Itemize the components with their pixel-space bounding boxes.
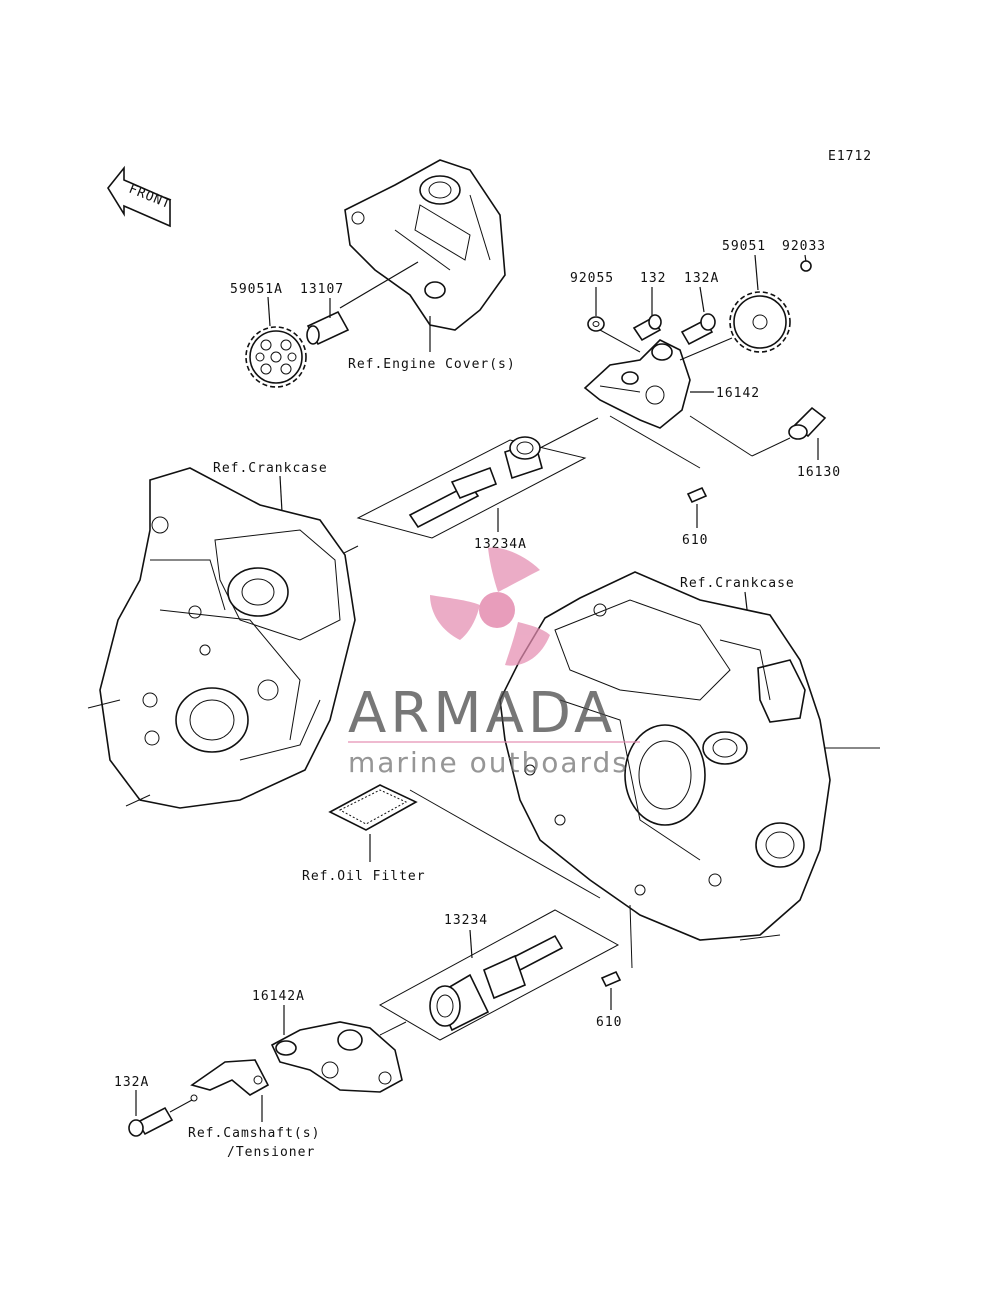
label-tensioner: /Tensioner [227,1145,315,1160]
label-132A-bottom: 132A [114,1075,149,1090]
label-92033: 92033 [782,239,826,254]
watermark-logo-icon [430,547,550,666]
diagram-code: E1712 [828,149,872,164]
relief-valve-16130-icon [788,406,827,440]
label-16142: 16142 [716,386,760,401]
label-132: 132 [640,271,666,286]
shaft-13234-drawing [378,909,620,1041]
label-16142A: 16142A [252,989,305,1004]
dowel-pin-610-bottom-icon [600,970,622,988]
bolt-132A-icon [680,313,716,346]
label-ref-crankcase-right: Ref.Crankcase [680,576,795,591]
gear-59051-icon [729,291,791,353]
camshaft-bracket-drawing [190,1059,270,1096]
crankcase-right-drawing [499,571,831,941]
pin-13107-icon [306,310,350,346]
watermark-brand: ARMADA [348,681,616,746]
label-ref-camshaft: Ref.Camshaft(s) [188,1126,320,1141]
label-59051A: 59051A [230,282,283,297]
crankcase-left-drawing [99,467,356,809]
label-ref-oil-filter: Ref.Oil Filter [302,869,426,884]
front-arrow-icon: FRONT [107,165,173,228]
gear-59051A-icon [245,326,307,388]
washer-92055-icon [587,316,605,332]
oil-pump-16142A-drawing [270,1021,403,1093]
label-610-top: 610 [682,533,708,548]
label-ref-crankcase-left: Ref.Crankcase [213,461,328,476]
label-16130: 16130 [797,465,841,480]
label-13107: 13107 [300,282,344,297]
bolt-132A-bottom-icon [128,1106,174,1137]
label-13234A: 13234A [474,537,527,552]
watermark-tagline: marine outboards [348,746,629,779]
label-ref-engine-cover: Ref.Engine Cover(s) [348,357,516,372]
label-92055: 92055 [570,271,614,286]
bolt-132-icon [632,314,662,342]
oil-filter-drawing [328,784,418,831]
shaft-13234A-drawing [356,436,587,539]
label-59051: 59051 [722,239,766,254]
label-132A-top: 132A [684,271,719,286]
clip-92033-icon [800,260,812,272]
label-610-bottom: 610 [596,1015,622,1030]
engine-cover-drawing [344,159,506,331]
oil-pump-16142-drawing [583,339,691,429]
label-13234: 13234 [444,913,488,928]
dowel-pin-610-top-icon [686,486,708,504]
